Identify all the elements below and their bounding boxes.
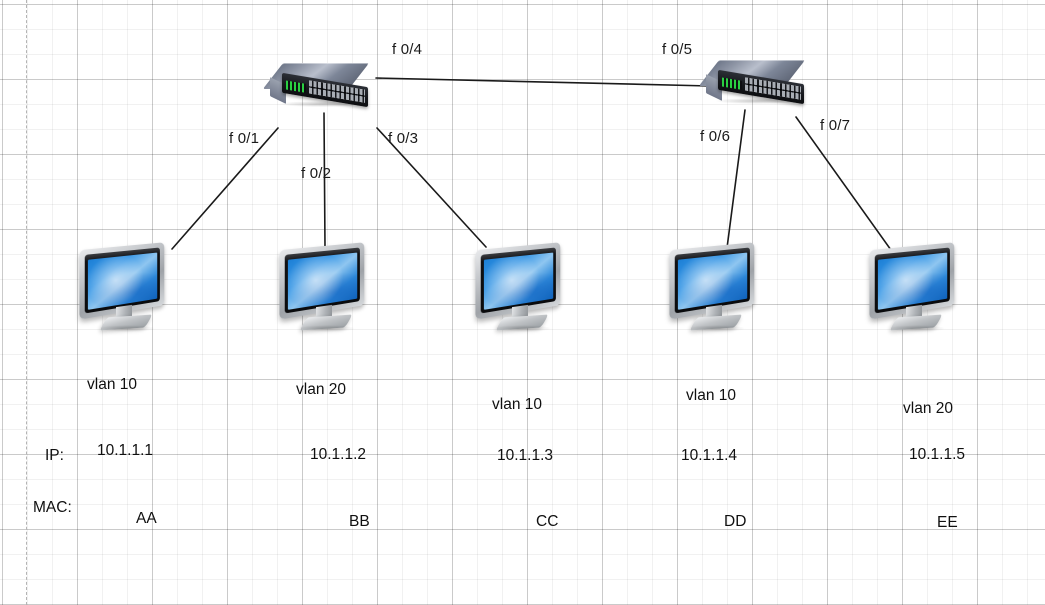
monitor-screen xyxy=(287,252,358,310)
monitor-shadow xyxy=(98,325,156,332)
monitor-screen xyxy=(677,252,748,310)
port-label-f02: f 0/2 xyxy=(301,165,332,182)
monitor-shadow xyxy=(494,325,552,332)
switch-shadow xyxy=(716,98,800,104)
switch-led-array-icon xyxy=(286,80,306,93)
link-trunk xyxy=(375,77,711,87)
monitor-bezel xyxy=(874,247,950,314)
computer-icon-host-5[interactable] xyxy=(868,242,964,338)
port-label-f07: f 0/7 xyxy=(820,117,851,134)
ip-label-host-5: 10.1.1.5 xyxy=(909,446,966,463)
mac-label-host-4: DD xyxy=(724,513,747,530)
mac-label-host-5: EE xyxy=(937,514,958,531)
switch-shadow xyxy=(280,101,364,107)
switch-right[interactable] xyxy=(698,60,812,110)
monitor-screen xyxy=(87,252,158,310)
monitor-shadow xyxy=(688,325,746,332)
monitor-screen xyxy=(483,252,554,310)
monitor-bezel xyxy=(284,247,360,314)
switch-port-array-icon xyxy=(309,80,365,103)
computer-icon-host-1[interactable] xyxy=(78,242,174,338)
port-label-f04: f 0/4 xyxy=(392,41,423,58)
monitor-shadow xyxy=(888,325,946,332)
vlan-label-host-3: vlan 10 xyxy=(492,396,542,413)
vlan-label-host-2: vlan 20 xyxy=(296,381,346,398)
mac-label-host-3: CC xyxy=(536,513,559,530)
vlan-label-host-4: vlan 10 xyxy=(686,387,736,404)
ip-label-host-3: 10.1.1.3 xyxy=(497,447,554,464)
port-label-f01: f 0/1 xyxy=(229,130,260,147)
monitor-bezel xyxy=(480,247,556,314)
computer-icon-host-4[interactable] xyxy=(668,242,764,338)
page-break-guide xyxy=(26,0,27,605)
port-label-f03: f 0/3 xyxy=(388,130,419,147)
link-sw2-pc5 xyxy=(795,116,892,251)
port-label-f05: f 0/5 xyxy=(662,41,693,58)
mac-label-host-1: AA xyxy=(136,510,157,527)
switch-left[interactable] xyxy=(262,63,376,113)
monitor-screen xyxy=(877,252,948,310)
ip-label-host-2: 10.1.1.2 xyxy=(310,446,367,463)
vlan-label-host-5: vlan 20 xyxy=(903,400,953,417)
switch-led-array-icon xyxy=(722,77,742,90)
monitor-bezel xyxy=(84,247,160,314)
monitor-shadow xyxy=(298,325,356,332)
monitor-bezel xyxy=(674,247,750,314)
computer-icon-host-3[interactable] xyxy=(474,242,570,338)
mac-row-key: MAC: xyxy=(33,499,72,516)
port-label-f06: f 0/6 xyxy=(700,128,731,145)
switch-port-array-icon xyxy=(745,77,801,100)
ip-label-host-1: 10.1.1.1 xyxy=(97,442,154,459)
computer-icon-host-2[interactable] xyxy=(278,242,374,338)
link-sw1-pc1 xyxy=(171,127,279,250)
vlan-label-host-1: vlan 10 xyxy=(87,376,137,393)
ip-label-host-4: 10.1.1.4 xyxy=(681,447,738,464)
mac-label-host-2: BB xyxy=(349,513,370,530)
ip-row-key: IP: xyxy=(45,447,64,464)
